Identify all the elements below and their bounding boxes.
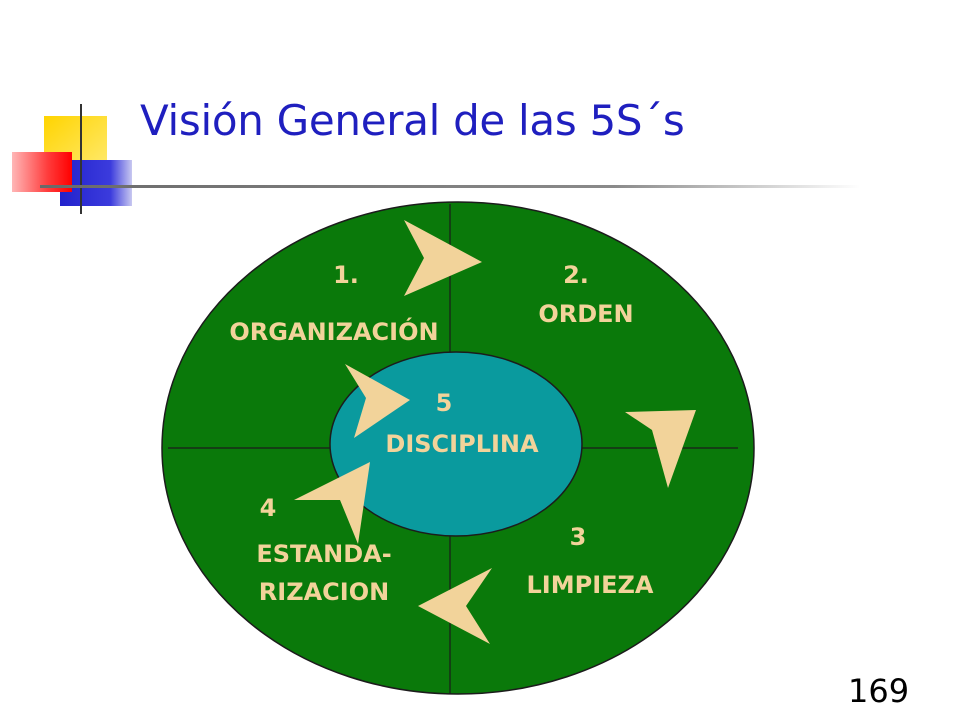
slide-title: Visión General de las 5S´s bbox=[140, 96, 685, 145]
slide-logo-icon bbox=[12, 104, 132, 214]
step-3-name: LIMPIEZA bbox=[527, 571, 654, 599]
step-4-name-line2: RIZACION bbox=[259, 578, 389, 606]
step-1-number: 1. bbox=[333, 261, 359, 289]
step-5-name: DISCIPLINA bbox=[385, 430, 539, 458]
cycle-arrow-icon bbox=[418, 568, 492, 644]
cycle-arrows bbox=[294, 220, 696, 644]
step-1-name: ORGANIZACIÓN bbox=[229, 316, 438, 346]
step-2-number: 2. bbox=[563, 261, 589, 289]
page-number: 169 bbox=[848, 672, 910, 710]
cycle-arrow-icon bbox=[345, 364, 410, 438]
step-4-name-line1: ESTANDA- bbox=[256, 540, 391, 568]
cycle-arrow-icon bbox=[625, 410, 696, 488]
step-labels: 1. ORGANIZACIÓN 2. ORDEN 5 DISCIPLINA 3 … bbox=[229, 261, 654, 606]
cycle-arrow-icon bbox=[404, 220, 482, 296]
step-2-name: ORDEN bbox=[538, 300, 633, 328]
cycle-arrow-icon bbox=[294, 462, 370, 544]
step-4-number: 4 bbox=[260, 494, 277, 522]
step-5-number: 5 bbox=[436, 389, 453, 417]
title-underline bbox=[40, 185, 860, 188]
step-3-number: 3 bbox=[570, 523, 587, 551]
